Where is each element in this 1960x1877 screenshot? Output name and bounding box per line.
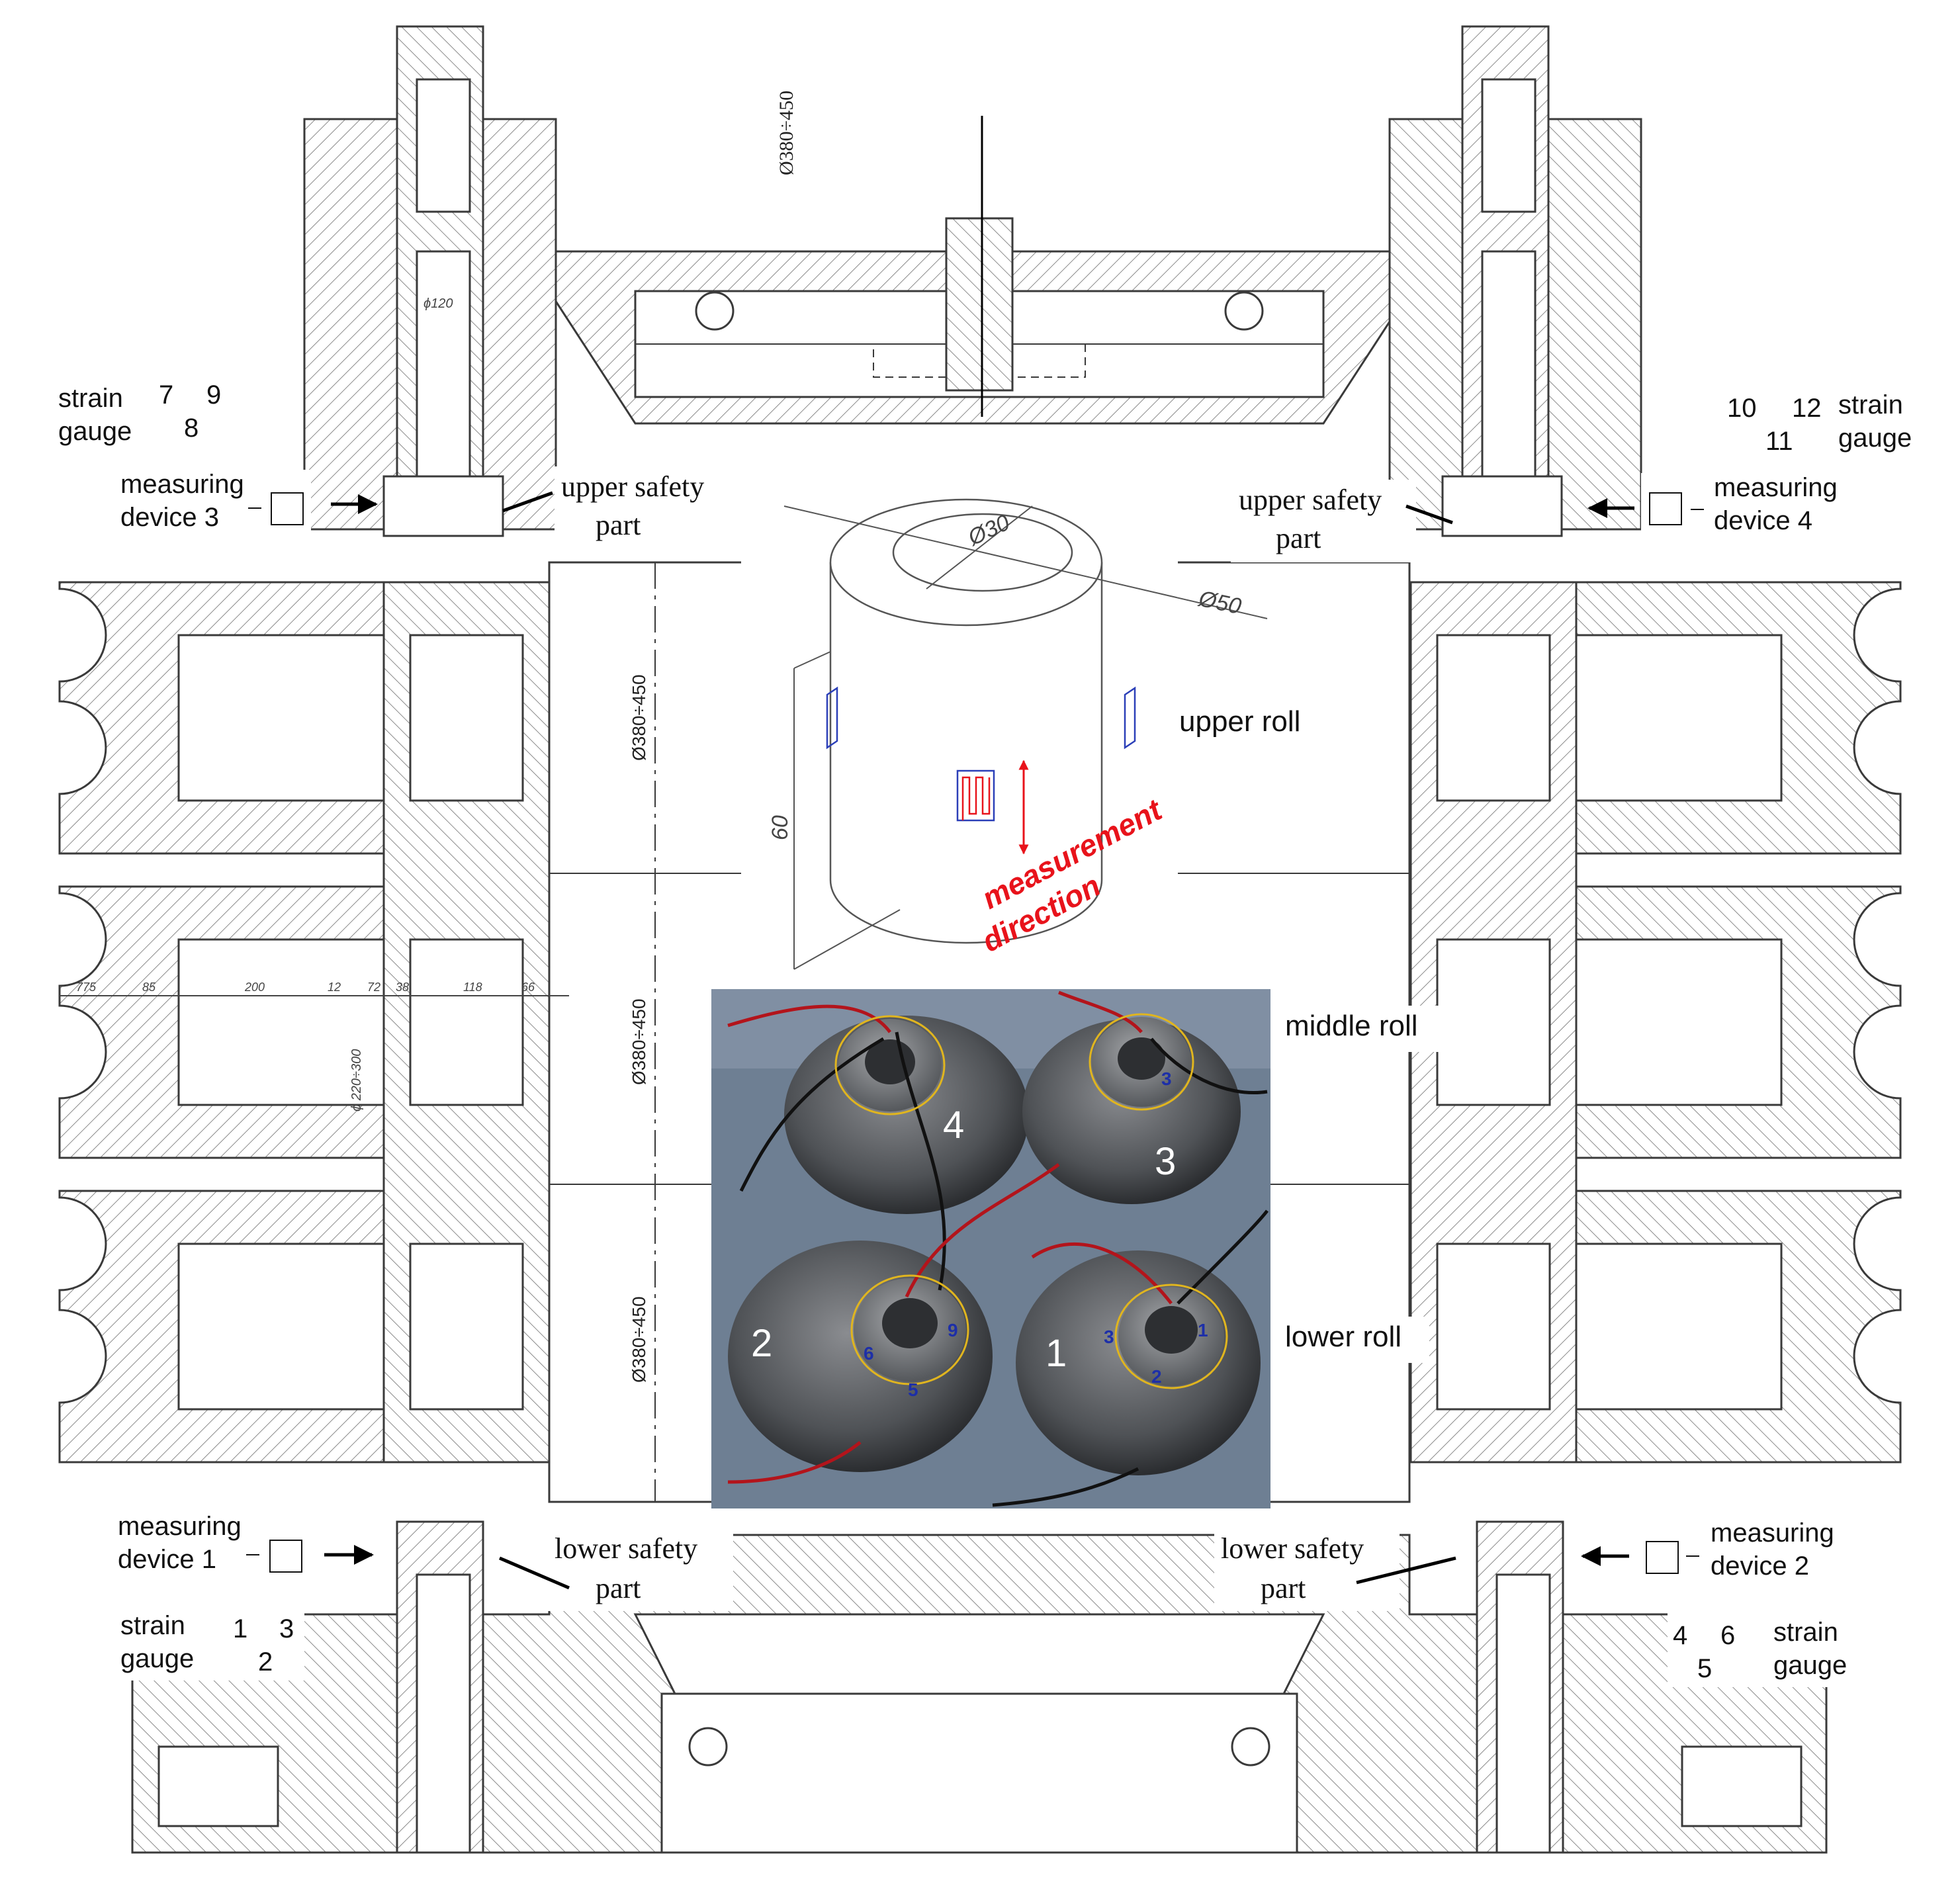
dim-roll-upper: Ø380÷450 — [629, 674, 649, 761]
dim-roll-lower: Ø380÷450 — [629, 1296, 649, 1383]
dim-row-2: 200 — [244, 981, 265, 994]
middle-roll-label: middle roll — [1285, 1010, 1418, 1042]
sample-number-2: 2 — [751, 1322, 772, 1365]
lower-roll-label: lower roll — [1285, 1321, 1402, 1353]
sg-bl-gauge: gauge — [120, 1644, 194, 1673]
dim-shaft: ϕ120 — [423, 296, 453, 311]
dim-row-7: 66 — [521, 981, 535, 994]
gauge-mark-3: 5 — [908, 1379, 918, 1400]
lower-safety-right: lower safety part — [1214, 1528, 1456, 1611]
dim-row-1: 85 — [142, 981, 156, 994]
upper-safety-right: upper safety part — [1231, 480, 1453, 562]
dim-row-3: 12 — [328, 981, 341, 994]
dim-bearing: ϕ 220÷300 — [349, 1049, 364, 1112]
measuring-device-2: measuring device 2 — [1581, 1515, 1853, 1581]
wires — [727, 990, 1269, 1507]
md4-box — [1649, 492, 1682, 525]
md1-box — [269, 1540, 302, 1573]
dim-row-6: 118 — [463, 981, 482, 994]
side-gauge-left — [826, 686, 838, 750]
usr-line1: upper safety — [1239, 484, 1382, 516]
sg-tl-strain: strain — [58, 384, 123, 413]
technical-drawing — [58, 25, 1902, 1854]
sample-number-3: 3 — [1155, 1140, 1176, 1183]
usl-line1: upper safety — [561, 470, 704, 503]
lsl-line2: part — [596, 1572, 641, 1604]
sg-bl-strain: strain — [120, 1611, 185, 1640]
measuring-device-4: measuring device 4 — [1587, 473, 1859, 539]
gauge-mark-4: 3 — [1104, 1327, 1114, 1347]
strain-gauge-group-br: 4 6 5 strain gauge — [1668, 1608, 1866, 1687]
dim-roll-middle: Ø380÷450 — [629, 998, 649, 1085]
sg-br-n1: 4 — [1673, 1621, 1687, 1650]
md1-line1: measuring — [118, 1512, 242, 1541]
upper-roll-label: upper roll — [1179, 705, 1300, 738]
right-chocks — [1409, 581, 1902, 1463]
strain-gauge-group-bl: strain gauge 1 3 2 — [112, 1601, 304, 1681]
lsr-line2: part — [1261, 1572, 1306, 1604]
md3-line1: measuring — [120, 470, 244, 499]
sg-tl-n2: 9 — [206, 380, 221, 410]
gauge-mark-6: 2 — [1151, 1366, 1162, 1387]
upper-safety-left: upper safety part — [502, 466, 740, 546]
gauge-mark-1: 6 — [864, 1343, 874, 1364]
sg-tr-gauge: gauge — [1838, 423, 1912, 453]
disc-3 — [1022, 1017, 1241, 1204]
md4-line2: device 4 — [1714, 506, 1812, 535]
sg-br-n2: 6 — [1720, 1621, 1735, 1650]
sg-br-n3: 5 — [1697, 1654, 1712, 1683]
md4-line1: measuring — [1714, 473, 1838, 502]
md2-line2: device 2 — [1711, 1551, 1809, 1581]
sg-br-gauge: gauge — [1773, 1651, 1847, 1680]
left-chocks — [58, 581, 551, 1463]
dim-row-4: 72 — [367, 981, 380, 994]
disc-1 — [1016, 1250, 1261, 1475]
lsl-line1: lower safety — [555, 1532, 697, 1565]
strain-gauge-group-tl: strain gauge 7 9 8 — [53, 374, 238, 453]
md1-line2: device 1 — [118, 1545, 216, 1574]
sample-number-4: 4 — [943, 1104, 964, 1147]
gauge-mark-2: 9 — [948, 1320, 958, 1340]
gauge-mark-5: 1 — [1198, 1320, 1208, 1340]
md2-line1: measuring — [1711, 1518, 1834, 1548]
lsr-line1: lower safety — [1221, 1532, 1364, 1565]
md2-box — [1646, 1541, 1679, 1574]
sg-tr-strain: strain — [1838, 390, 1903, 419]
lower-safety-left: lower safety part — [499, 1528, 733, 1611]
sg-br-strain: strain — [1773, 1618, 1838, 1647]
measuring-device-1: measuring device 1 — [109, 1512, 374, 1578]
sg-tr-n3: 11 — [1765, 427, 1793, 456]
md3-line2: device 3 — [120, 503, 219, 532]
sg-tr-n2: 12 — [1792, 394, 1822, 423]
dim-row-0: 775 — [76, 981, 97, 994]
dim-height: 60 — [768, 815, 793, 840]
usr-line2: part — [1276, 522, 1321, 554]
sg-tl-n1: 7 — [159, 380, 173, 410]
dim-top: Ø380÷450 — [776, 91, 797, 175]
sample-photo: 4 3 2 1 3 6 9 5 3 1 2 — [711, 989, 1270, 1508]
md3-box — [271, 492, 304, 525]
sample-number-1: 1 — [1046, 1332, 1067, 1375]
sg-bl-n3: 2 — [258, 1647, 273, 1677]
cylinder-sketch: Ø30 Ø50 60 — [741, 476, 1268, 986]
sg-bl-n2: 3 — [279, 1614, 294, 1643]
gauge-mark-0: 3 — [1161, 1069, 1172, 1089]
sg-tl-gauge: gauge — [58, 417, 132, 446]
sg-tr-n1: 10 — [1727, 394, 1757, 423]
dimension-row: 775 85 200 12 72 38 118 66 ϕ 220÷300 — [60, 981, 569, 1112]
sg-tl-n3: 8 — [184, 414, 199, 443]
measuring-device-3: measuring device 3 — [112, 470, 378, 536]
dim-row-5: 38 — [396, 981, 409, 994]
strain-gauge-icon — [956, 769, 995, 822]
disc-2 — [728, 1241, 993, 1472]
side-gauge-right — [1124, 686, 1136, 750]
sg-bl-n1: 1 — [233, 1614, 247, 1643]
strain-gauge-group-tr: 10 12 11 strain gauge — [1720, 380, 1919, 460]
usl-line2: part — [596, 509, 641, 541]
disc-4 — [784, 1016, 1029, 1214]
